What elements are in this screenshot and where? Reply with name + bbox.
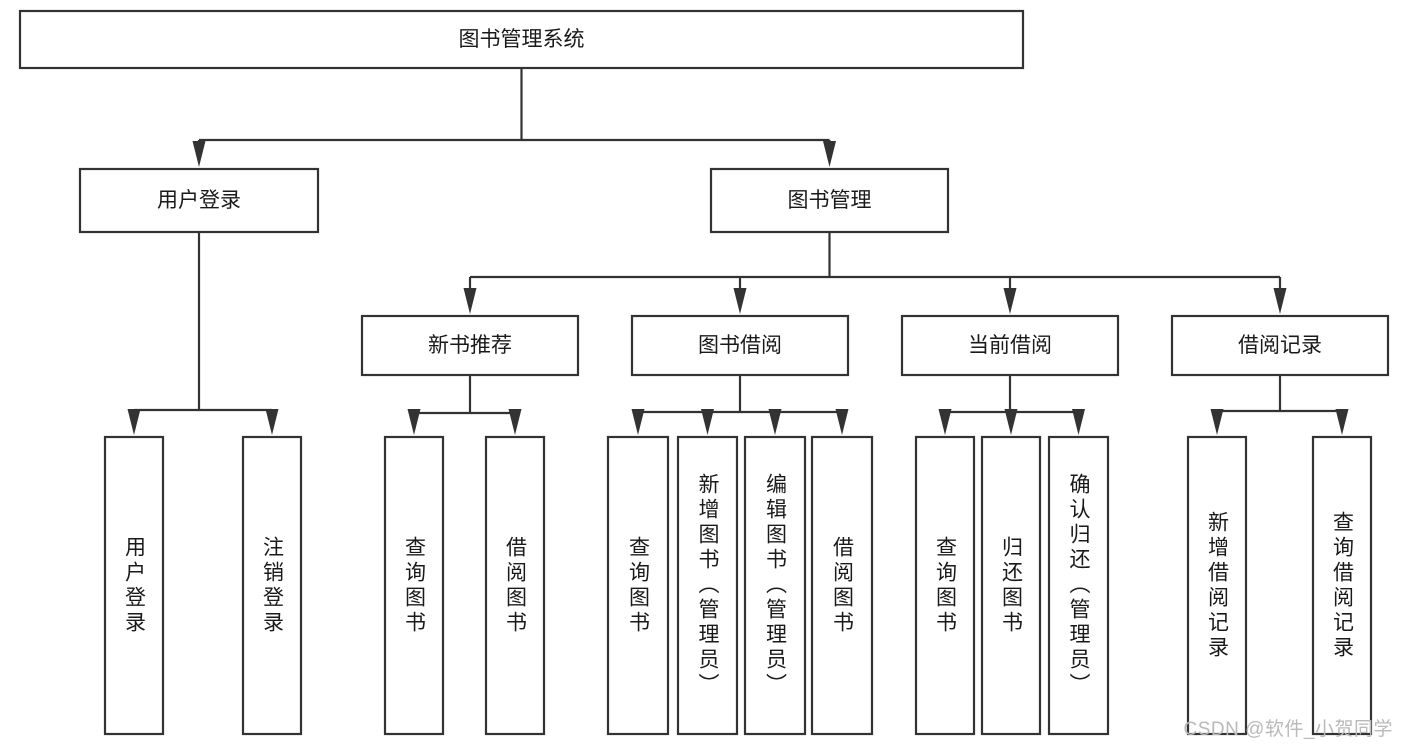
arrow-head-icon bbox=[823, 141, 836, 167]
node-box[interactable] bbox=[241, 435, 303, 736]
node-box[interactable] bbox=[709, 167, 950, 234]
node-n-bookmgr[interactable]: 图书管理 bbox=[709, 167, 950, 234]
node-label: 用户登录 bbox=[157, 189, 241, 212]
arrow-head-icon bbox=[1273, 288, 1287, 314]
node-root[interactable]: 图书管理系统 bbox=[18, 9, 1025, 70]
node-box[interactable] bbox=[484, 435, 546, 736]
node-box[interactable] bbox=[810, 435, 874, 736]
node-box[interactable] bbox=[606, 435, 670, 736]
node-label: 图书借阅 bbox=[698, 334, 782, 357]
node-box[interactable] bbox=[630, 314, 850, 377]
node-box[interactable] bbox=[1311, 435, 1373, 736]
node-n-current[interactable]: 当前借阅 bbox=[900, 314, 1120, 377]
arrow-head-icon bbox=[265, 409, 279, 435]
node-box[interactable] bbox=[914, 435, 976, 736]
node-l-bk-query[interactable] bbox=[606, 435, 670, 736]
arrow-head-icon bbox=[835, 409, 849, 435]
connector-layer bbox=[127, 68, 1349, 435]
node-box[interactable] bbox=[18, 9, 1025, 70]
arrow-head-icon bbox=[768, 409, 782, 435]
node-box[interactable] bbox=[103, 435, 165, 736]
node-box[interactable] bbox=[383, 435, 445, 736]
node-n-newbook[interactable]: 新书推荐 bbox=[360, 314, 580, 377]
node-l-cu-query[interactable] bbox=[914, 435, 976, 736]
node-n-record[interactable]: 借阅记录 bbox=[1170, 314, 1390, 377]
node-l-bk-borrow[interactable] bbox=[810, 435, 874, 736]
node-box[interactable] bbox=[1186, 435, 1248, 736]
arrow-head-icon bbox=[1004, 409, 1018, 435]
arrow-head-icon bbox=[407, 409, 421, 435]
watermark-text: CSDN @软件_小贺同学 bbox=[1183, 719, 1393, 740]
node-box[interactable] bbox=[743, 435, 807, 736]
arrow-head-icon bbox=[1335, 409, 1349, 435]
node-l-bk-edit[interactable] bbox=[743, 435, 807, 736]
node-l-cu-confirm[interactable] bbox=[1047, 435, 1110, 736]
node-box[interactable] bbox=[78, 167, 320, 234]
arrow-head-icon bbox=[631, 409, 645, 435]
node-label: 借阅记录 bbox=[1238, 334, 1322, 357]
arrow-head-icon bbox=[192, 141, 206, 167]
node-l-nb-borrow[interactable] bbox=[484, 435, 546, 736]
arrow-head-icon bbox=[701, 409, 714, 435]
node-label: 图书管理 bbox=[788, 189, 872, 212]
arrow-head-icon bbox=[1210, 409, 1224, 435]
node-box[interactable] bbox=[1047, 435, 1110, 736]
node-l-bk-add[interactable] bbox=[676, 435, 739, 736]
node-label: 当前借阅 bbox=[968, 334, 1052, 357]
node-l-user-login[interactable] bbox=[103, 435, 165, 736]
arrow-head-icon bbox=[127, 409, 141, 435]
node-label: 新书推荐 bbox=[428, 334, 512, 357]
arrow-head-icon bbox=[1072, 409, 1085, 435]
node-l-rc-query[interactable] bbox=[1311, 435, 1373, 736]
node-l-user-logout[interactable] bbox=[241, 435, 303, 736]
node-box[interactable] bbox=[900, 314, 1120, 377]
node-box[interactable] bbox=[360, 314, 580, 377]
arrow-head-icon bbox=[508, 409, 522, 435]
node-box[interactable] bbox=[980, 435, 1042, 736]
node-box[interactable] bbox=[1170, 314, 1390, 377]
node-label: 图书管理系统 bbox=[459, 28, 585, 51]
arrow-head-icon bbox=[938, 409, 952, 435]
arrow-head-icon bbox=[463, 288, 477, 314]
node-n-login[interactable]: 用户登录 bbox=[78, 167, 320, 234]
arrow-head-icon bbox=[733, 288, 747, 314]
node-l-rc-add[interactable] bbox=[1186, 435, 1248, 736]
node-box[interactable] bbox=[676, 435, 739, 736]
node-l-cu-return[interactable] bbox=[980, 435, 1042, 736]
node-n-borrow[interactable]: 图书借阅 bbox=[630, 314, 850, 377]
arrow-head-icon bbox=[1003, 288, 1017, 314]
node-l-nb-query[interactable] bbox=[383, 435, 445, 736]
